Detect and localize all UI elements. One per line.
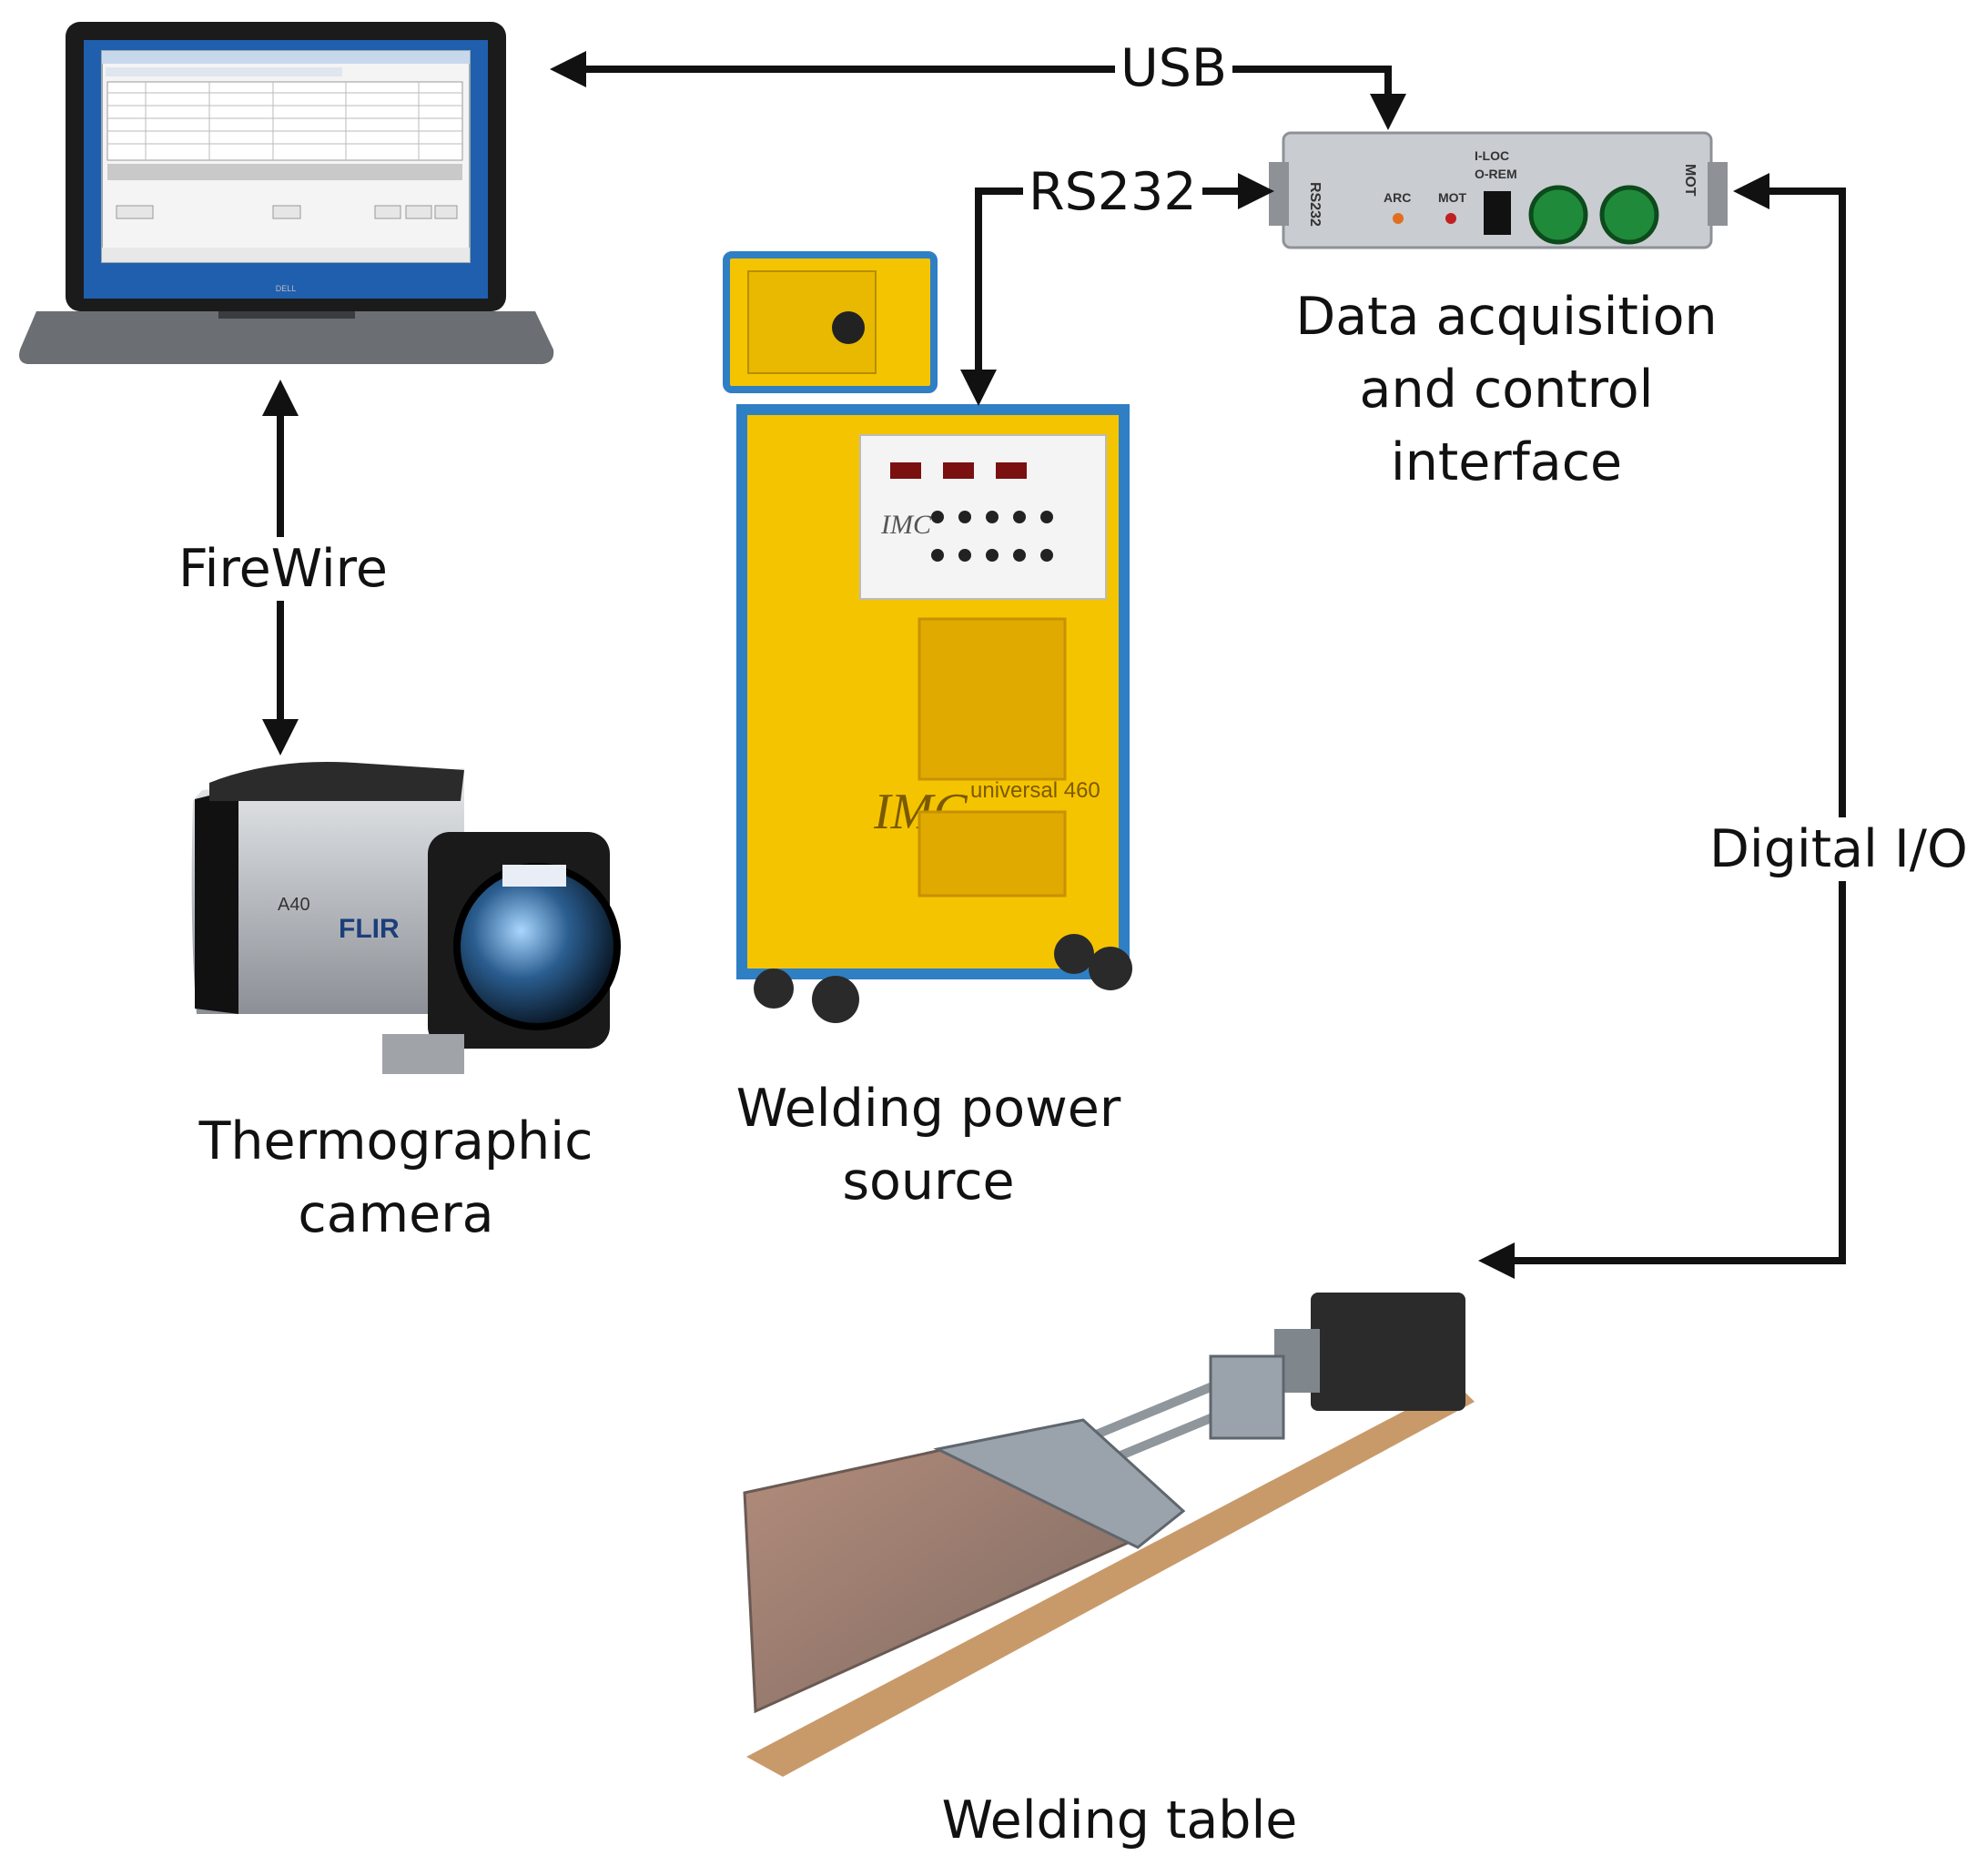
usb-label: USB	[1115, 36, 1233, 100]
cabinet-model: universal 460	[970, 778, 1100, 803]
data-acquisition-interface: RS232 MOT ARC MOT I-LOC O-REM	[1269, 131, 1728, 249]
digital-io-line	[1478, 173, 1846, 1279]
camera-body	[191, 768, 464, 1014]
camera-rear	[195, 788, 238, 1014]
daq-switch-bottom-label: O-REM	[1475, 167, 1517, 181]
daq-mot-label: MOT	[1438, 190, 1467, 205]
usb-line	[550, 51, 1406, 130]
daq-switch-top-label: I-LOC	[1475, 148, 1509, 163]
laptop-brand: DELL	[276, 284, 297, 293]
power-source-caption-line-2: source	[842, 1151, 1015, 1212]
cabinet-wheels	[754, 934, 1132, 1023]
table-carriage	[933, 1418, 1186, 1549]
daq-mot-led	[1445, 213, 1456, 224]
welding-table-caption: Welding table	[941, 1790, 1298, 1851]
app-controls	[116, 205, 458, 219]
camera-model-plate	[502, 865, 566, 887]
app-tab-strip	[106, 67, 342, 76]
laptop-hinge	[218, 311, 355, 319]
daq-caption-line-2: and control	[1359, 360, 1654, 420]
camera-brand: FLIR	[339, 914, 400, 944]
power-source-caption: Welding power source	[710, 1072, 1147, 1218]
app-window-titlebar	[102, 51, 470, 64]
daq-left-port	[1269, 162, 1289, 226]
daq-caption: Data acquisition and control interface	[1283, 280, 1729, 499]
camera-model: A40	[278, 895, 310, 915]
welding-table	[743, 1293, 1475, 1777]
panel-displays	[890, 462, 1027, 479]
cabinet-lower-vent	[918, 810, 1067, 897]
wire-feeder-knob	[832, 311, 865, 344]
daq-arc-led	[1393, 213, 1404, 224]
panel-brand: IMC	[880, 510, 932, 540]
rs232-label: RS232	[1023, 160, 1202, 224]
daq-caption-line-1: Data acquisition	[1295, 287, 1718, 347]
firewire-label: FireWire	[173, 537, 393, 601]
laptop: DELL	[19, 22, 554, 364]
camera-lens	[457, 867, 617, 1027]
app-grey-band	[107, 164, 462, 180]
table-wood-base	[746, 1384, 1475, 1777]
app-table	[106, 81, 463, 161]
cabinet-vent-grille	[918, 617, 1067, 781]
digital-io-label: Digital I/O	[1704, 817, 1973, 881]
thermographic-camera: A40 FLIR	[191, 761, 621, 1074]
daq-port-left-label: RS232	[1307, 182, 1323, 227]
welding-power-source: IMC IMC universal 460	[723, 251, 1132, 1023]
laptop-base	[19, 311, 554, 364]
camera-caption-line-1: Thermographic	[198, 1111, 593, 1171]
daq-button-right	[1599, 185, 1659, 245]
daq-arc-label: ARC	[1384, 190, 1411, 205]
camera-caption: Thermographic camera	[173, 1105, 619, 1251]
camera-mount	[382, 1034, 464, 1074]
daq-button-left	[1528, 185, 1588, 245]
daq-right-port	[1708, 162, 1728, 226]
daq-switch	[1484, 191, 1511, 235]
camera-caption-line-2: camera	[298, 1184, 494, 1244]
power-source-caption-line-1: Welding power	[735, 1079, 1121, 1139]
app-table-lines	[107, 82, 462, 160]
table-end-block	[1209, 1354, 1285, 1440]
table-motor	[1311, 1293, 1465, 1411]
app-statusbar	[102, 248, 470, 262]
camera-top	[209, 761, 464, 801]
daq-caption-line-3: interface	[1390, 432, 1623, 492]
daq-port-right-label: MOT	[1682, 164, 1698, 197]
panel-buttons	[931, 511, 1053, 562]
